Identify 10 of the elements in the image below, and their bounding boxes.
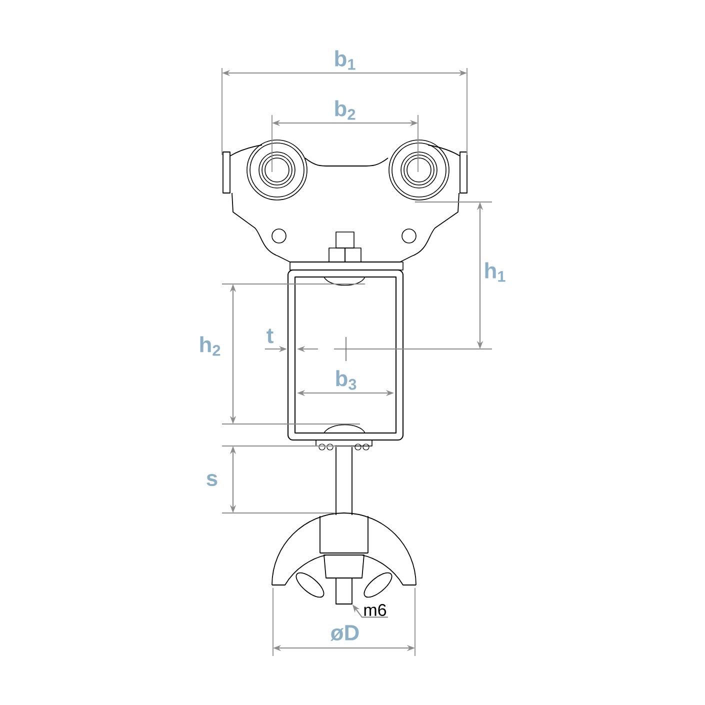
- thread-label: m6: [364, 604, 386, 616]
- dimension-label: h$_{1}$: [485, 262, 506, 282]
- dimension-label: s: [206, 474, 218, 486]
- dimension-label: h$_{2}$: [200, 336, 220, 356]
- dimension-label: b$_{1}$: [335, 50, 356, 70]
- dimension-label: t: [266, 328, 274, 344]
- dimension-label: øD: [330, 625, 359, 641]
- threaded-stub: [336, 578, 352, 604]
- dimension-label: b$_{2}$: [335, 100, 356, 120]
- dimension-label: b$_{3}$: [336, 370, 356, 390]
